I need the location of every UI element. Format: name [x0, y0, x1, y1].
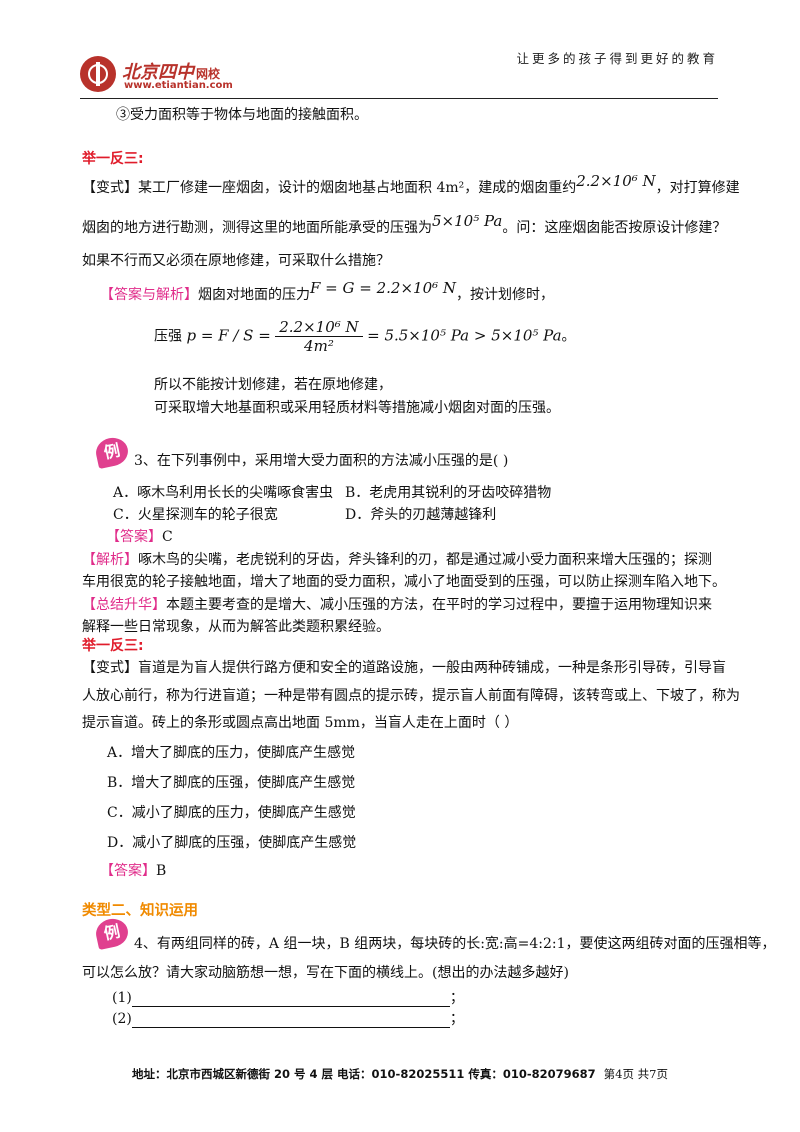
example-badge-icon: 例 — [93, 434, 131, 470]
text-line: 解释一些日常现象，从而为解答此类题积累经验。 — [82, 619, 390, 635]
blank-number: (1) — [112, 990, 132, 1006]
site-logo: 北京四中网校 www.etiantian.com — [80, 56, 280, 96]
text-span: ，对打算修建 — [655, 180, 740, 196]
text-span: 本题主要考查的是增大、减小压强的方法，在平时的学习过程中，要擅于运用物理知识来 — [166, 597, 712, 613]
text-line: 提示盲道。砖上的条形或圆点高出地面 5mm，当盲人走在上面时（ ） — [82, 715, 519, 731]
logo-emblem-icon — [80, 56, 116, 92]
text-span: ； — [449, 1011, 464, 1027]
blank-number: (2) — [112, 1011, 132, 1027]
question-4: 4、有两组同样的砖，A 组一块，B 组两块，每块砖的长:宽:高=4:2:1，要使… — [134, 936, 776, 952]
analysis-tag: 【解析】 — [82, 552, 138, 568]
math-expression: 2.2×10⁶ N — [576, 172, 656, 190]
question-3: 3、在下列事例中，采用增大受力面积的方法减小压强的是( ) — [134, 453, 509, 469]
text-line: 烟囱的地方进行勘测，测得这里的地面所能承受的压强为5×10⁵ Pa。问：这座烟囱… — [82, 212, 727, 237]
blank-underline[interactable] — [131, 1013, 450, 1028]
math-expression: = 5.5×10⁵ Pa > 5×10⁵ Pa — [367, 326, 562, 345]
logo-name: 北京四中 — [122, 62, 194, 83]
math-expression: F = G = 2.2×10⁶ N — [310, 279, 457, 297]
answer-line: 【答案】C — [106, 526, 173, 546]
footer-address: 地址：北京市西城区新德街 20 号 4 层 电话：010-82025511 传真… — [132, 1067, 596, 1081]
text-line: 可采取增大地基面积或采用轻质材料等措施减小烟囱对面的压强。 — [154, 400, 560, 416]
text-span: 烟囱对地面的压力 — [198, 287, 310, 303]
section-heading: 举一反三: — [82, 638, 144, 654]
option-c: C．减小了脚底的压力，使脚底产生感觉 — [107, 805, 356, 821]
option-a: A．增大了脚底的压力，使脚底产生感觉 — [107, 745, 356, 761]
answer-blank-2[interactable]: (2) ； — [112, 1008, 464, 1028]
answer-value: B — [156, 863, 167, 879]
example-badge-icon: 例 — [93, 915, 131, 951]
answer-value: C — [162, 529, 173, 545]
math-expression: 5×10⁵ Pa — [432, 212, 503, 230]
text-span: 某工厂修建一座烟囱，设计的烟囱地基占地面积 4m²，建成的烟囱重约 — [138, 180, 577, 196]
answer-tag: 【答案】 — [100, 863, 156, 879]
analysis-line: 【解析】啄木鸟的尖嘴，老虎锐利的牙齿，斧头锋利的刃，都是通过减小受力面积来增大压… — [82, 549, 712, 569]
text-span: 烟囱的地方进行勘测，测得这里的地面所能承受的压强为 — [82, 220, 432, 236]
fraction-numerator: 2.2×10⁶ N — [275, 318, 363, 337]
text-span: ，按计划修时， — [456, 287, 555, 303]
answer-line: 【答案】B — [100, 860, 166, 880]
blank-underline[interactable] — [131, 992, 450, 1007]
text-span: 盲道是为盲人提供行路方便和安全的道路设施，一般由两种砖铺成，一种是条形引导砖，引… — [138, 660, 726, 676]
option-d: D．斧头的刃越薄越锋利 — [345, 507, 497, 523]
option-c: C．火星探测车的轮子很宽 — [113, 507, 278, 523]
text-line: 如果不行而又必须在原地修建，可采取什么措施？ — [82, 253, 390, 269]
text-span: 啄木鸟的尖嘴，老虎锐利的牙齿，斧头锋利的刃，都是通过减小受力面积来增大压强的；探… — [138, 552, 712, 568]
section-heading: 举一反三: — [82, 151, 144, 167]
logo-url: www.etiantian.com — [124, 80, 233, 91]
answer-tag: 【答案与解析】 — [100, 287, 198, 303]
text-line: ③受力面积等于物体与地面的接触面积。 — [116, 107, 368, 123]
option-a: A．啄木鸟利用长长的尖嘴啄食害虫 — [113, 485, 334, 501]
text-span: 。 — [561, 328, 576, 345]
text-line: 所以不能按计划修建，若在原地修建， — [154, 377, 392, 393]
text-line: 车用很宽的轮子接触地面，增大了地面的受力面积，减小了地面受到的压强，可以防止探测… — [82, 574, 726, 590]
fraction-denominator: 4m² — [304, 337, 334, 355]
math-expression: p = F / S = — [186, 326, 271, 345]
summary-tag: 【总结升华】 — [82, 597, 166, 613]
variant-tag: 【变式】 — [82, 180, 138, 196]
text-line: 人放心前行，称为行进盲道；一种是带有圆点的提示砖，提示盲人前面有障碍，该转弯或上… — [82, 688, 740, 704]
variant-tag: 【变式】 — [82, 660, 138, 676]
answer-blank-1[interactable]: (1) ； — [112, 987, 464, 1007]
text-span: 。问：这座烟囱能否按原设计修建？ — [502, 220, 727, 236]
text-line: 可以怎么放？请大家动脑筋想一想，写在下面的横线上。(想出的办法越多越好) — [82, 965, 569, 981]
summary-line: 【总结升华】本题主要考查的是增大、减小压强的方法，在平时的学习过程中，要擅于运用… — [82, 594, 712, 614]
header-divider — [80, 98, 718, 99]
answer-tag: 【答案】 — [106, 529, 162, 545]
variant-question-2: 【变式】盲道是为盲人提供行路方便和安全的道路设施，一般由两种砖铺成，一种是条形引… — [82, 657, 726, 677]
option-b: B．老虎用其锐利的牙齿咬碎猎物 — [345, 485, 552, 501]
text-span: ； — [449, 990, 464, 1006]
page-number: 第4页 共7页 — [603, 1067, 668, 1081]
section-heading: 类型二、知识运用 — [82, 903, 198, 919]
page-footer: 地址：北京市西城区新德街 20 号 4 层 电话：010-82025511 传真… — [0, 1066, 800, 1082]
text-span: 压强 — [154, 328, 182, 345]
variant-question-1: 【变式】某工厂修建一座烟囱，设计的烟囱地基占地面积 4m²，建成的烟囱重约2.2… — [82, 172, 740, 197]
option-d: D．减小了脚底的压强，使脚底产生感觉 — [107, 835, 357, 851]
answer-line: 【答案与解析】烟囱对地面的压力F = G = 2.2×10⁶ N，按计划修时， — [100, 279, 555, 304]
slogan: 让更多的孩子得到更好的教育 — [516, 51, 718, 66]
logo-suffix: 网校 — [196, 67, 221, 81]
option-b: B．增大了脚底的压强，使脚底产生感觉 — [107, 775, 356, 791]
